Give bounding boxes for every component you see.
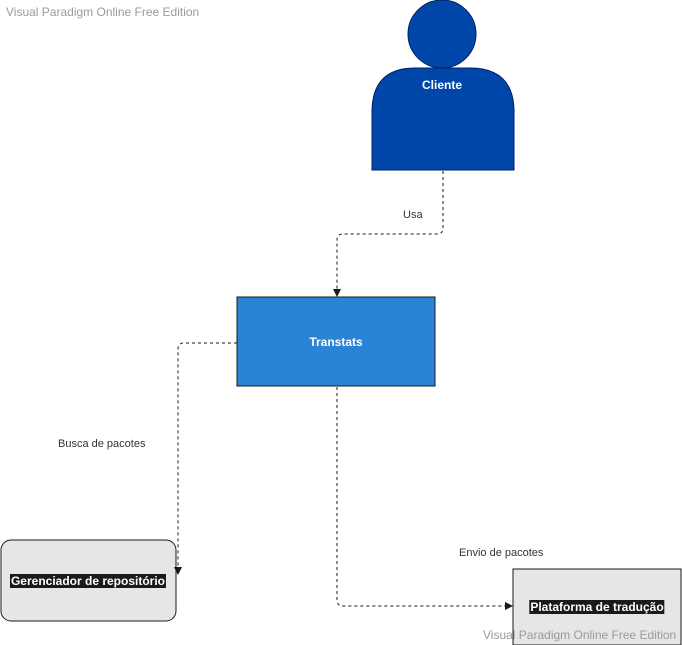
- edge-usa[interactable]: [333, 171, 444, 297]
- edge-busca[interactable]: [174, 342, 237, 575]
- actor-cliente[interactable]: [371, 0, 515, 171]
- edge-envio[interactable]: [336, 387, 513, 610]
- cliente-label: Cliente: [421, 78, 463, 92]
- actor-body: [371, 67, 515, 171]
- plataforma-label-wrap: Plataforma de tradução: [529, 600, 665, 614]
- edge-label-envio: Envio de pacotes: [459, 547, 544, 559]
- transtats-label: Transtats: [309, 335, 363, 349]
- repositorio-label-wrap: Gerenciador de repositório: [9, 574, 167, 588]
- watermark-top: Visual Paradigm Online Free Edition: [6, 5, 200, 19]
- repositorio-label: Gerenciador de repositório: [9, 574, 167, 588]
- edge-label-busca: Busca de pacotes: [58, 438, 146, 450]
- actor-head: [407, 0, 477, 69]
- process-transtats[interactable]: [236, 296, 436, 387]
- plataforma-label: Plataforma de tradução: [529, 600, 665, 614]
- edge-label-usa: Usa: [403, 209, 423, 221]
- watermark-bottom: Visual Paradigm Online Free Edition: [483, 628, 677, 642]
